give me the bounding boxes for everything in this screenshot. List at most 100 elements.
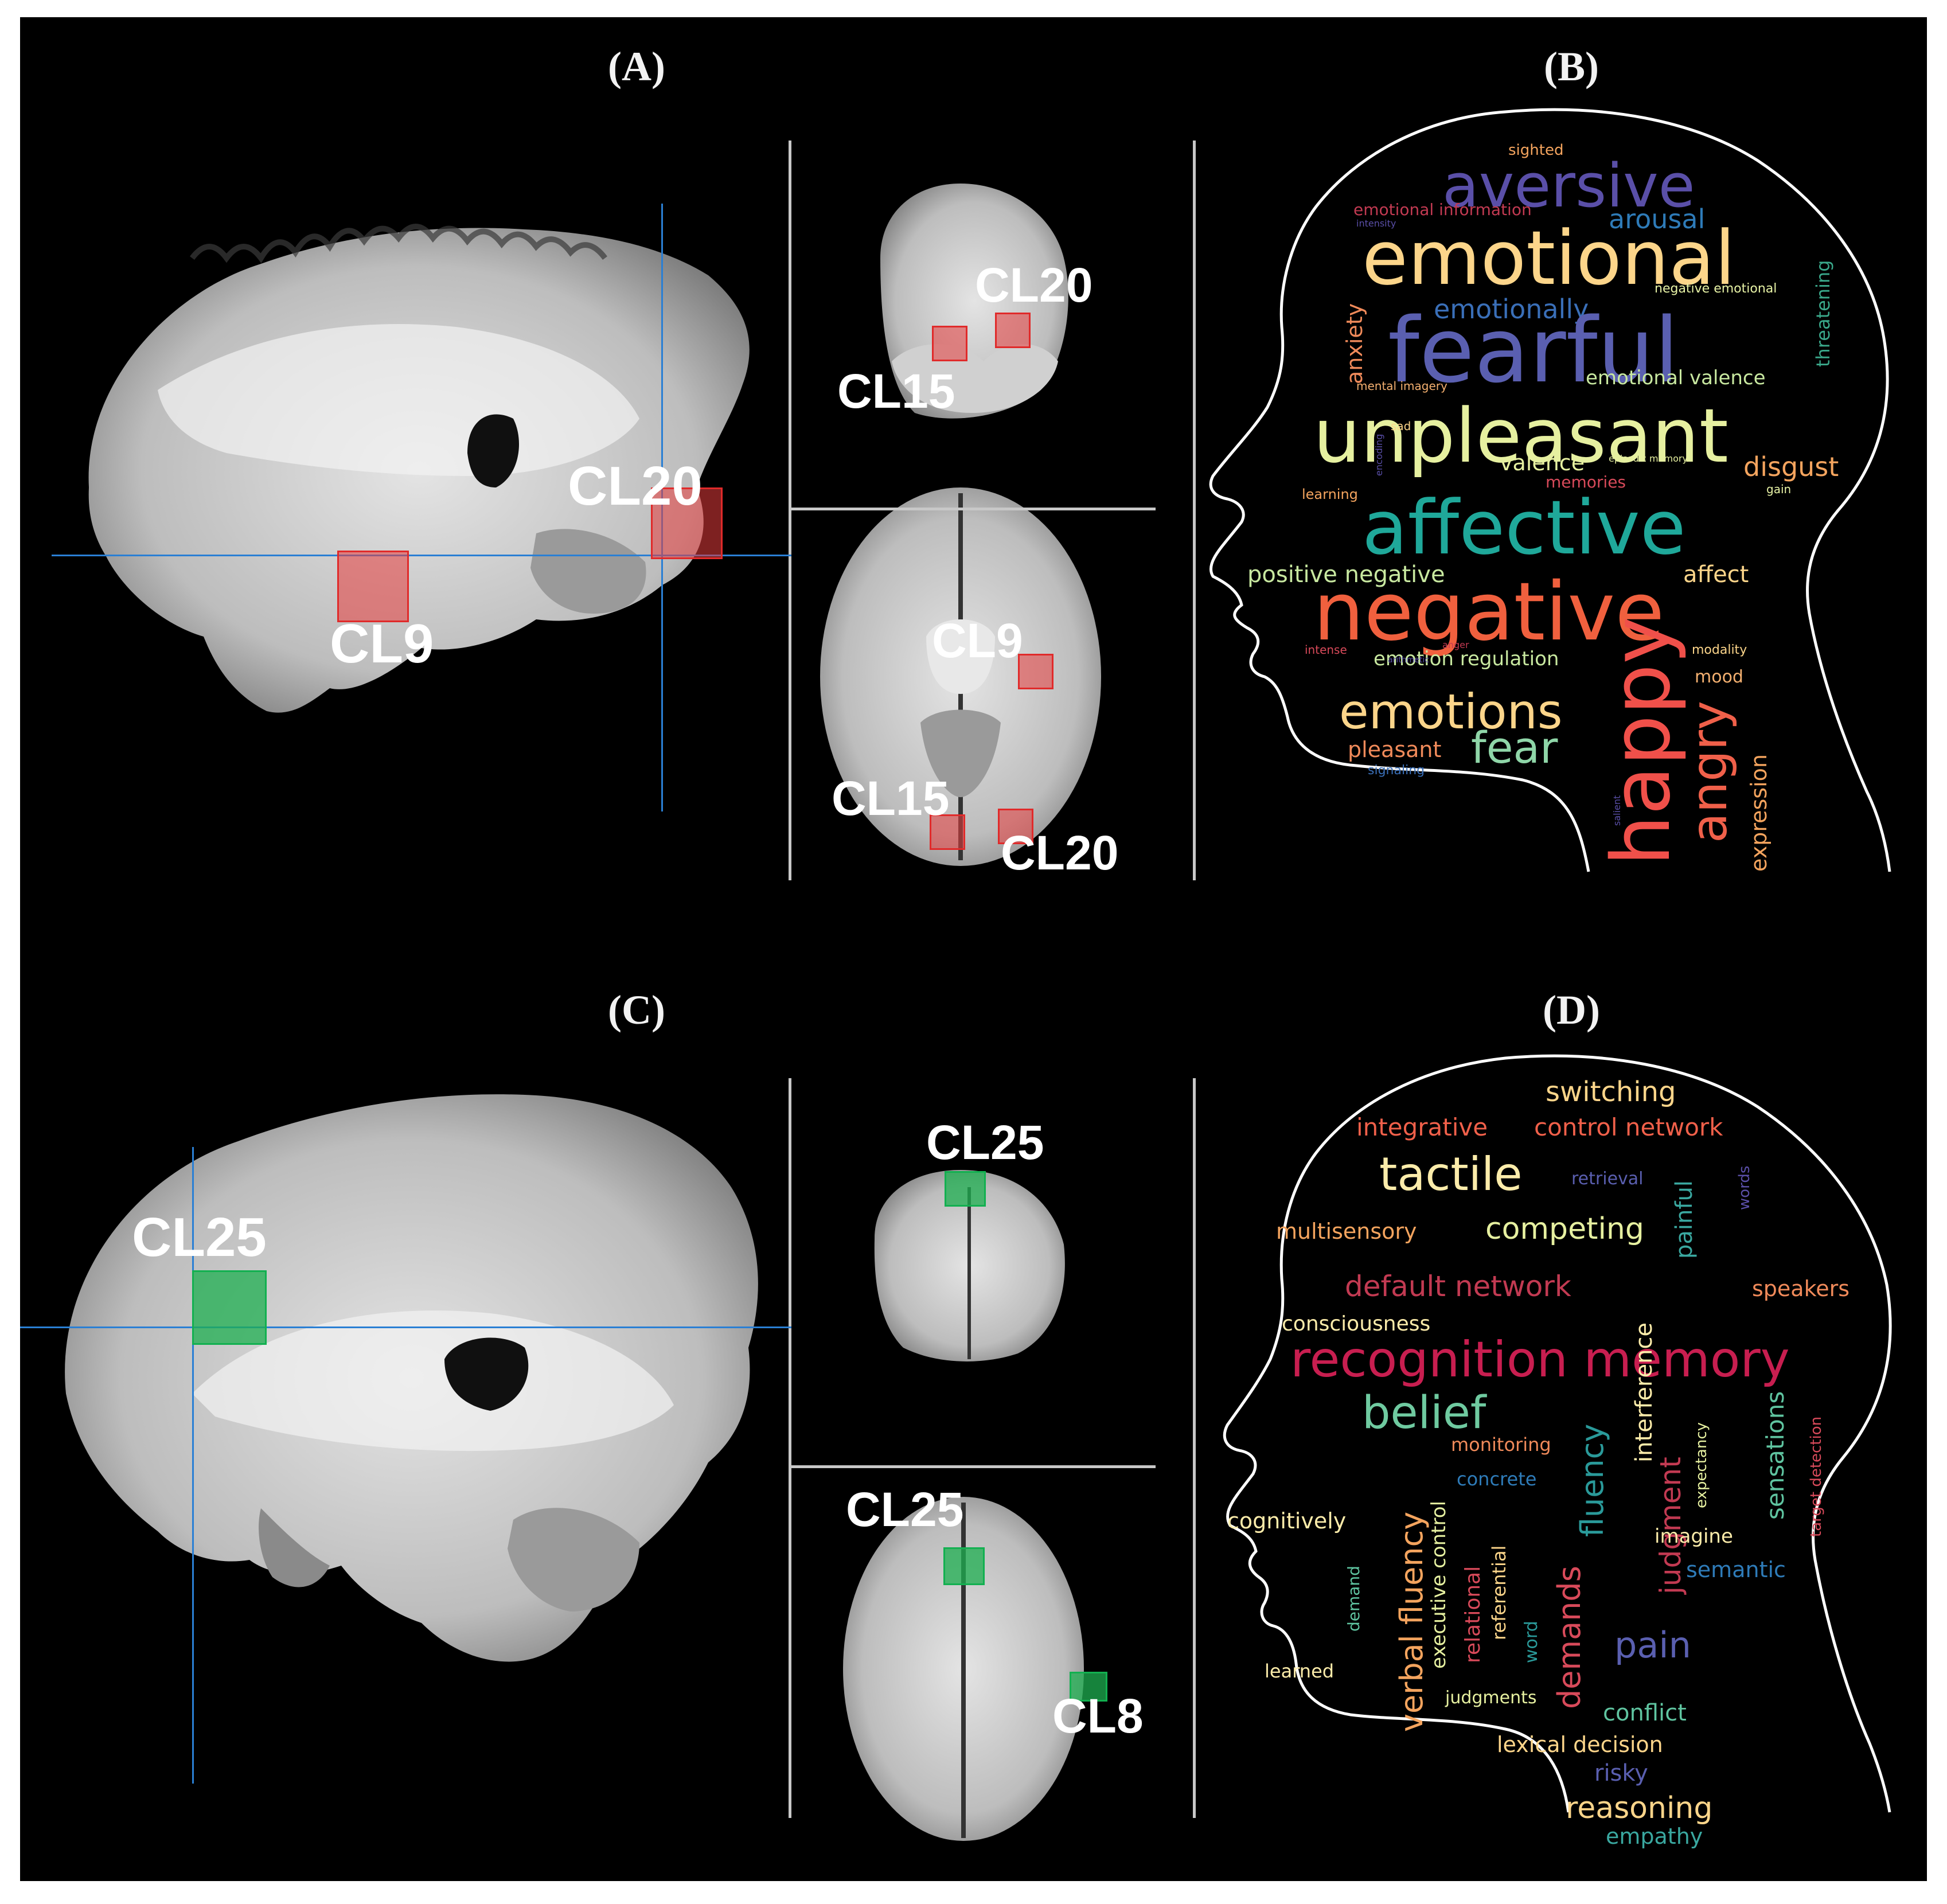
word: encoding [1374,434,1384,476]
word: painful [1671,1180,1698,1259]
word: judgment [1654,1457,1687,1595]
label-cl25-axial: CL25 [846,1482,964,1536]
word: switching [1546,1076,1676,1108]
word: emotionally [1434,294,1589,325]
word: fear [1471,722,1558,773]
label-cl9-sagittal: CL9 [330,613,434,674]
word: mental imagery [1356,379,1447,393]
label-cl20-sagittal: CL20 [568,455,703,517]
panel-title-d: (D) [1543,987,1600,1033]
word: mood [1695,667,1743,687]
word: integrative [1356,1113,1488,1141]
word: arithmetic [1388,656,1429,665]
brain-illustrations [65,184,1101,1841]
panel-title-b: (B) [1544,44,1599,89]
label-cl8-axial: CL8 [1052,1689,1144,1743]
coronal-brain-a [880,184,1068,419]
word: emotion regulation [1374,647,1559,670]
word: concrete [1457,1468,1536,1490]
word: lexical decision [1497,1732,1663,1757]
word: modality [1692,643,1747,657]
word: emotions [1339,684,1563,740]
word: monitoring [1451,1434,1551,1456]
roi-cl15-axial [930,814,965,850]
figure-panel: { "panels": { "a": {"title": "(A)"}, "b"… [20,17,1927,1881]
word: affect [1683,561,1749,588]
word: referential [1488,1546,1510,1640]
word: gain [1766,482,1791,496]
crosshair-horizontal-c [20,1326,791,1328]
word: emotional [1362,214,1735,302]
word: speakers [1752,1276,1850,1301]
word: learning [1302,486,1358,502]
word: target detection [1808,1417,1825,1537]
word: executive control [1427,1501,1450,1669]
word: default network [1345,1270,1571,1303]
word: positive negative [1247,561,1445,588]
word: learned [1265,1660,1334,1682]
word: control network [1534,1113,1723,1141]
word: reasoning [1566,1791,1712,1825]
word: aversive [1442,151,1695,221]
word: pleasant [1348,737,1441,762]
sagittal-brain-a [88,224,750,713]
word: anxiety [1342,303,1367,384]
word: fearful [1388,298,1679,403]
word: empathy [1606,1824,1703,1849]
word: cognitively [1227,1508,1346,1534]
word: memories [1546,473,1626,491]
word: happy [1595,617,1688,866]
label-cl20-coronal: CL20 [975,258,1093,312]
panel-title-a: (A) [608,44,665,89]
head-outline-b [1209,108,1891,872]
roi-cl15-coronal [932,326,967,361]
word: conflict [1603,1700,1687,1726]
word: consciousness [1282,1312,1430,1336]
coronal-brain-c [874,1170,1065,1361]
word: intense [1305,643,1347,657]
panel-title-c: (C) [608,987,665,1033]
divider-c-horizontal [789,1465,1156,1468]
word: interference [1631,1322,1657,1462]
word: emotional valence [1586,366,1766,389]
roi-cl20-axial [998,809,1033,844]
word: risky [1594,1760,1648,1786]
divider-c-vertical [789,1078,791,1818]
head-outline-d [1223,1054,1892,1813]
word: negative emotional [1655,282,1777,296]
word: fluency [1574,1424,1610,1537]
word: disgust [1743,451,1839,482]
roi-cl9-axial [1018,654,1054,689]
word: recognition memory [1290,1331,1790,1388]
word: sighted [1508,142,1563,159]
word: salient [1612,795,1622,826]
roi-cl25-axial [943,1547,985,1585]
divider-a-vertical [789,141,791,880]
word: words [1736,1166,1753,1210]
word: threatening [1812,260,1834,367]
word: multisensory [1276,1219,1417,1244]
roi-cl20-sagittal [651,487,723,559]
word: imagine [1655,1525,1733,1548]
word: valence [1500,450,1585,475]
sagittal-brain-c [65,1094,758,1662]
word: sad [1391,419,1411,433]
word: demands [1551,1566,1587,1709]
word: belief [1362,1387,1487,1439]
word: episodic memory [1609,453,1688,464]
word: angry [1681,701,1738,843]
word: relational [1461,1566,1485,1663]
word: signaling [1368,763,1425,778]
label-cl9-axial: CL9 [932,614,1023,668]
crosshair-horizontal-a [52,555,791,556]
roi-cl9-sagittal [337,551,409,622]
word: judgments [1445,1688,1537,1708]
word: affective [1362,484,1686,571]
word: demand [1344,1566,1363,1632]
label-cl25-coronal: CL25 [926,1115,1044,1169]
word: intensity [1356,218,1396,229]
word: verbal fluency [1394,1512,1430,1732]
word: expectancy [1693,1422,1710,1508]
